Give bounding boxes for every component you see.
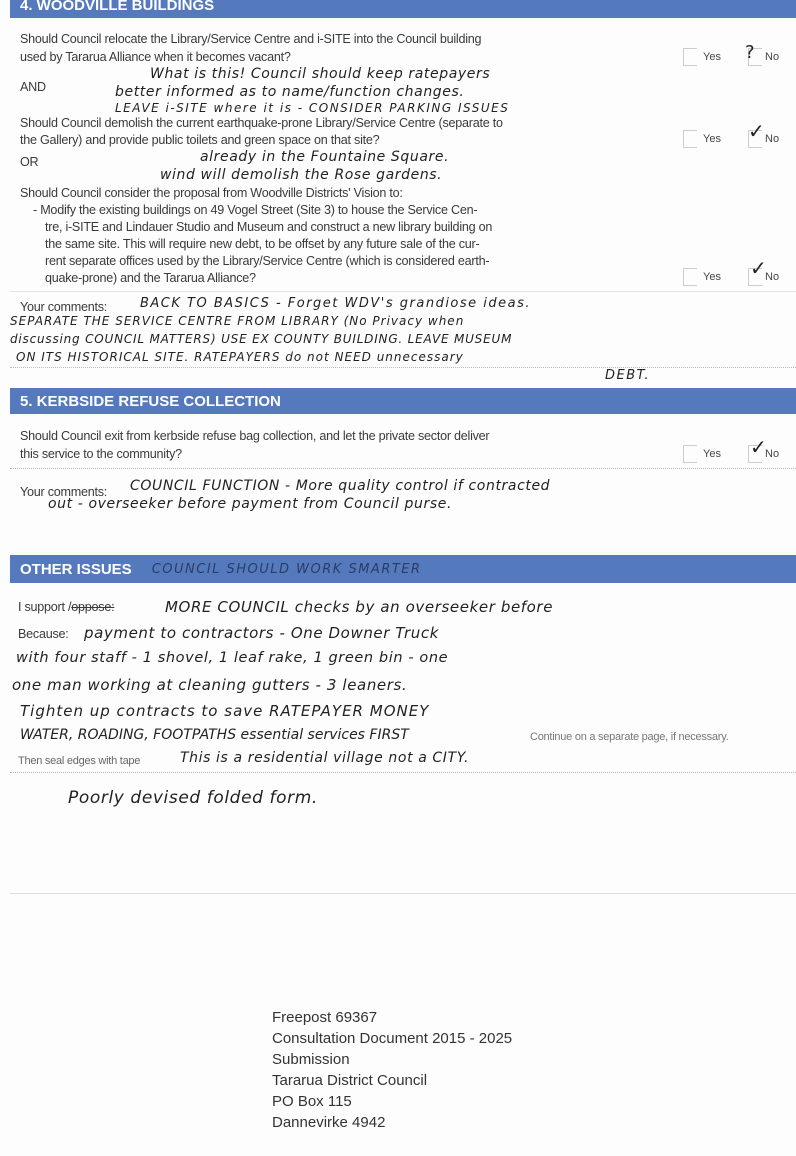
section-5-header: 5. KERBSIDE REFUSE COLLECTION bbox=[10, 388, 796, 414]
no-label: No bbox=[765, 133, 780, 145]
question-text: tre, i-SITE and Lindauer Studio and Muse… bbox=[45, 220, 493, 234]
handwritten-note: better informed as to name/function chan… bbox=[115, 84, 465, 100]
other-issues-header: OTHER ISSUES COUNCIL SHOULD WORK SMARTER bbox=[10, 555, 796, 583]
section-title: 4. WOODVILLE BUILDINGS bbox=[20, 0, 215, 14]
handwritten-footer-note: Poorly devised folded form. bbox=[68, 788, 318, 808]
support-oppose-label: I support /oppose: bbox=[18, 600, 115, 614]
handwritten-line: WATER, ROADING, FOOTPATHS essential serv… bbox=[20, 727, 409, 743]
yes-label: Yes bbox=[703, 133, 721, 145]
no-label: No bbox=[765, 448, 780, 460]
comment-text: discussing COUNCIL MATTERS) USE EX COUNT… bbox=[10, 332, 513, 346]
no-label: No bbox=[765, 271, 780, 283]
question-mark: ? bbox=[745, 42, 755, 63]
comments-label: Your comments: bbox=[20, 485, 108, 499]
section-4-header: 4. WOODVILLE BUILDINGS bbox=[10, 0, 796, 18]
oppose-label: oppose: bbox=[71, 600, 115, 614]
no-checkbox[interactable] bbox=[748, 268, 762, 286]
handwritten-line: MORE COUNCIL checks by an overseeker bef… bbox=[165, 598, 554, 616]
question-text: quake-prone) and the Tararua Alliance? bbox=[45, 271, 256, 285]
question-text: used by Tararua Alliance when it becomes… bbox=[20, 50, 291, 64]
handwritten-note: wind will demolish the Rose gardens. bbox=[160, 167, 443, 183]
comment-text: BACK TO BASICS - Forget WDV's grandiose … bbox=[140, 296, 532, 311]
handwritten-note: What is this! Council should keep ratepa… bbox=[150, 66, 491, 82]
question-text: Should Council demolish the current eart… bbox=[20, 116, 503, 130]
yes-label: Yes bbox=[703, 271, 721, 283]
comment-text: COUNCIL FUNCTION - More quality control … bbox=[130, 478, 551, 494]
yes-label: Yes bbox=[703, 51, 721, 63]
address-line: Consultation Document 2015 - 2025 bbox=[272, 1030, 513, 1047]
no-label: No bbox=[765, 51, 780, 63]
handwritten-note: already in the Fountaine Square. bbox=[200, 149, 450, 165]
question-text: rent separate offices used by the Librar… bbox=[45, 254, 490, 268]
because-label: Because: bbox=[18, 627, 69, 641]
yes-checkbox[interactable] bbox=[683, 130, 697, 148]
comment-text: out - overseeker before payment from Cou… bbox=[48, 496, 452, 512]
comment-text: DEBT. bbox=[605, 368, 651, 383]
question-text: the same site. This will require new deb… bbox=[45, 237, 480, 251]
yes-checkbox[interactable] bbox=[683, 48, 697, 66]
question-text: Should Council exit from kerbside refuse… bbox=[20, 429, 490, 443]
comment-text: ON ITS HISTORICAL SITE. RATEPAYERS do no… bbox=[16, 350, 464, 364]
address-line: PO Box 115 bbox=[272, 1093, 352, 1110]
section-title: OTHER ISSUES bbox=[20, 560, 132, 578]
handwritten-title: COUNCIL SHOULD WORK SMARTER bbox=[151, 561, 422, 577]
comments-label: Your comments: bbox=[20, 300, 108, 314]
handwritten-note: LEAVE i-SITE where it is - CONSIDER PARK… bbox=[115, 101, 510, 115]
no-checkbox[interactable] bbox=[748, 48, 762, 66]
handwritten-line: Tighten up contracts to save RATEPAYER M… bbox=[20, 702, 430, 720]
connector-text: AND bbox=[20, 80, 46, 94]
question-text: the Gallery) and provide public toilets … bbox=[20, 133, 380, 147]
handwritten-line: payment to contractors - One Downer Truc… bbox=[84, 624, 440, 642]
seal-note: Then seal edges with tape bbox=[18, 755, 141, 767]
question-text: this service to the community? bbox=[20, 447, 182, 461]
yes-label: Yes bbox=[703, 448, 721, 460]
comment-text: SEPARATE THE SERVICE CENTRE FROM LIBRARY… bbox=[10, 314, 465, 328]
address-line: Dannevirke 4942 bbox=[272, 1114, 386, 1131]
check-mark-icon: ✓ bbox=[750, 435, 767, 459]
handwritten-line: with four staff - 1 shovel, 1 leaf rake,… bbox=[16, 650, 449, 666]
no-checkbox[interactable] bbox=[748, 445, 762, 463]
address-line: Tararua District Council bbox=[272, 1072, 428, 1089]
address-line: Freepost 69367 bbox=[272, 1009, 378, 1026]
check-mark-icon: ✓ bbox=[748, 119, 765, 143]
question-text: Should Council consider the proposal fro… bbox=[20, 186, 403, 200]
yes-checkbox[interactable] bbox=[683, 445, 697, 463]
no-checkbox[interactable] bbox=[748, 130, 762, 148]
check-mark-icon: ✓ bbox=[750, 256, 767, 280]
yes-checkbox[interactable] bbox=[683, 268, 697, 286]
handwritten-line: This is a residential village not a CITY… bbox=[180, 750, 470, 766]
connector-text: OR bbox=[20, 155, 39, 169]
question-text: Should Council relocate the Library/Serv… bbox=[20, 32, 482, 46]
handwritten-line: one man working at cleaning gutters - 3 … bbox=[12, 676, 408, 694]
support-label: I support / bbox=[18, 600, 72, 614]
section-title: 5. KERBSIDE REFUSE COLLECTION bbox=[20, 392, 281, 410]
question-text: - Modify the existing buildings on 49 Vo… bbox=[33, 203, 478, 217]
continue-note: Continue on a separate page, if necessar… bbox=[530, 731, 729, 743]
address-line: Submission bbox=[272, 1051, 350, 1068]
